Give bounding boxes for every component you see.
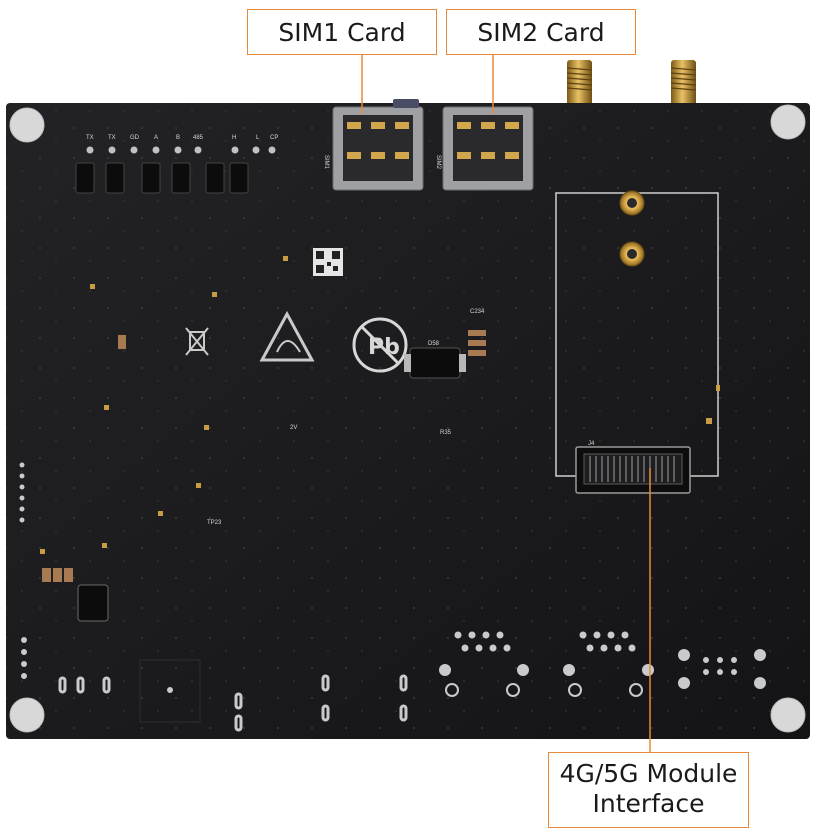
sim1-slot [332, 99, 424, 191]
svg-text:Pb: Pb [368, 335, 400, 360]
esd-warning-logo [259, 310, 315, 362]
module-interface-callout: 4G/5G Module Interface [548, 752, 749, 828]
sim2-card-callout: SIM2 Card [446, 9, 636, 55]
power-ic: D58 [404, 341, 466, 379]
ic-ref-text: D58 [428, 341, 440, 347]
pin-label: L [256, 135, 260, 141]
sim1-card-callout: SIM1 Card [247, 9, 437, 55]
pin-label: H [232, 135, 236, 141]
m2-slot: J4 [575, 441, 691, 494]
bottom-slot-holes [58, 674, 408, 732]
pin-label: B [176, 135, 180, 141]
sim2-ref-text: SIM2 [435, 155, 441, 170]
bottom-connector-shield [139, 659, 201, 723]
inductor [77, 584, 109, 622]
pin-label: TX [108, 135, 116, 141]
electrolytic-caps [42, 335, 126, 582]
mounting-standoffs [9, 104, 806, 733]
cap-ref-text: C234 [470, 309, 485, 315]
lead-free-logo: Pb [352, 317, 408, 373]
test-pads [40, 256, 288, 554]
capacitor-cluster: C234 [468, 309, 486, 356]
weee-bin-logo [185, 327, 209, 356]
pcb-board [6, 103, 810, 739]
antenna-connector-left [566, 60, 593, 110]
qr-code [313, 248, 343, 276]
sim2-card-label: SIM2 Card [477, 18, 605, 47]
silk-2v: 2V [290, 425, 297, 431]
sim2-slot [442, 106, 534, 191]
silk-r35: R35 [440, 430, 452, 436]
pin-label: GD [130, 135, 140, 141]
leader-lines [361, 55, 651, 752]
pin-label: TX [86, 135, 94, 141]
power-jack-footprint [678, 649, 766, 689]
sim1-ref-text: SIM1 [323, 155, 329, 170]
sim1-card-label: SIM1 Card [278, 18, 406, 47]
rj45-footprint-left [439, 631, 529, 697]
left-edge-pins [19, 462, 27, 679]
pin-header-row: TX TX GD A B 485 H L CP [75, 135, 278, 194]
silk-tp23: TP23 [207, 520, 222, 526]
slot-ref-text: J4 [588, 441, 595, 447]
antenna-connector-right [670, 60, 697, 110]
pin-label: CP [270, 135, 278, 141]
pin-label: A [154, 135, 158, 141]
module-interface-label-line2: Interface [592, 789, 705, 818]
module-interface-label-line1: 4G/5G Module [559, 759, 738, 788]
pin-label: 485 [193, 135, 204, 141]
rj45-footprint-right [563, 631, 654, 697]
